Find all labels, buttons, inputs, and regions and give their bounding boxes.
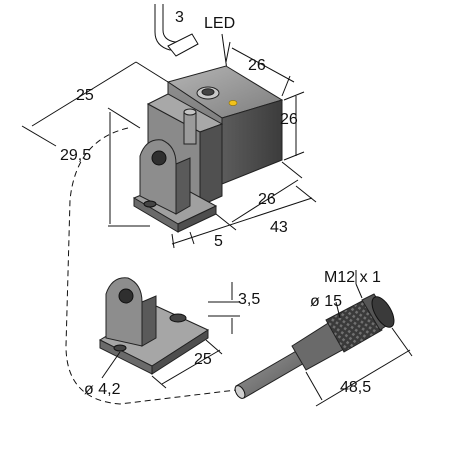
dim-right-height: 26 — [280, 111, 298, 128]
led-label: LED — [204, 15, 235, 32]
wire-count-label: 3 — [175, 9, 184, 26]
dim-top-width: 26 — [248, 57, 266, 74]
connector-thread-label: M12 x 1 — [324, 269, 381, 286]
bracket-hole-diameter-label: ø 4,2 — [84, 381, 121, 398]
bracket-thickness-label: 3,5 — [238, 291, 260, 308]
mounting-bracket-separate — [98, 277, 210, 375]
dim-offset-5: 5 — [214, 233, 223, 250]
dim-height-29-5: 29,5 — [60, 147, 91, 164]
led-indicator — [228, 100, 238, 106]
sensor-dimension-lines — [21, 41, 317, 249]
connection-dashed-path — [65, 127, 237, 405]
sensor-cable — [154, 4, 199, 57]
connector-diameter-label: ø 15 — [310, 293, 342, 310]
connector-length-label: 48,5 — [340, 379, 371, 396]
connector-dimension-lines — [305, 270, 413, 407]
dim-length-25: 25 — [76, 87, 94, 104]
m12-connector — [234, 293, 395, 399]
dim-depth-26: 26 — [258, 191, 276, 208]
dim-total-43: 43 — [270, 219, 288, 236]
bracket-hole-spacing-label: 25 — [194, 351, 212, 368]
mounting-bracket-assembled — [132, 139, 218, 233]
bracket-dimension-lines — [101, 282, 240, 389]
